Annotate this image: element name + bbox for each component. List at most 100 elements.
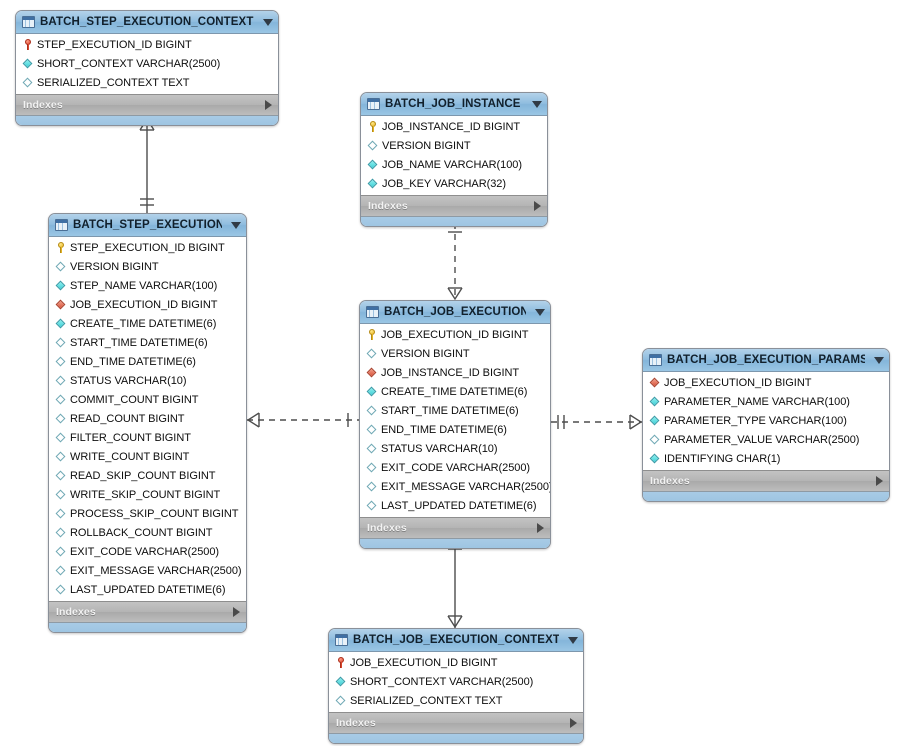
field-row[interactable]: JOB_INSTANCE_ID BIGINT: [361, 117, 547, 136]
field-row[interactable]: PARAMETER_NAME VARCHAR(100): [643, 392, 889, 411]
field-row[interactable]: CREATE_TIME DATETIME(6): [49, 314, 246, 333]
indexes-bar[interactable]: Indexes: [361, 195, 547, 216]
field-label: JOB_INSTANCE_ID BIGINT: [382, 120, 521, 133]
filled-diamond-icon: [55, 280, 66, 291]
entity-header-batch_step_execution_context[interactable]: BATCH_STEP_EXECUTION_CONTEXT: [16, 11, 278, 34]
field-row[interactable]: STEP_EXECUTION_ID BIGINT: [49, 238, 246, 257]
field-label: ROLLBACK_COUNT BIGINT: [70, 526, 213, 539]
hollow-diamond-icon: [55, 261, 66, 272]
entity-header-batch_job_execution_params[interactable]: BATCH_JOB_EXECUTION_PARAMS: [643, 349, 889, 372]
field-label: EXIT_MESSAGE VARCHAR(2500): [381, 480, 551, 493]
field-row[interactable]: EXIT_MESSAGE VARCHAR(2500): [49, 561, 246, 580]
field-row[interactable]: PROCESS_SKIP_COUNT BIGINT: [49, 504, 246, 523]
entity-header-batch_job_instance[interactable]: BATCH_JOB_INSTANCE: [361, 93, 547, 116]
field-row[interactable]: STEP_NAME VARCHAR(100): [49, 276, 246, 295]
entity-header-batch_step_execution[interactable]: BATCH_STEP_EXECUTION: [49, 214, 246, 237]
field-label: READ_SKIP_COUNT BIGINT: [70, 469, 216, 482]
field-row[interactable]: EXIT_CODE VARCHAR(2500): [49, 542, 246, 561]
hollow-diamond-icon: [649, 434, 660, 445]
field-row[interactable]: ROLLBACK_COUNT BIGINT: [49, 523, 246, 542]
field-label: STEP_EXECUTION_ID BIGINT: [70, 241, 225, 254]
indexes-bar[interactable]: Indexes: [16, 94, 278, 115]
field-row[interactable]: EXIT_CODE VARCHAR(2500): [360, 458, 550, 477]
field-row[interactable]: JOB_NAME VARCHAR(100): [361, 155, 547, 174]
table-icon: [55, 219, 68, 231]
hollow-diamond-icon: [55, 527, 66, 538]
entity-header-batch_job_execution_context[interactable]: BATCH_JOB_EXECUTION_CONTEXT: [329, 629, 583, 652]
field-row[interactable]: JOB_EXECUTION_ID BIGINT: [49, 295, 246, 314]
field-label: STATUS VARCHAR(10): [381, 442, 498, 455]
field-row[interactable]: LAST_UPDATED DATETIME(6): [49, 580, 246, 599]
indexes-bar[interactable]: Indexes: [49, 601, 246, 622]
entity-table-batch_step_execution_context[interactable]: BATCH_STEP_EXECUTION_CONTEXT STEP_EXECUTI…: [15, 10, 279, 126]
field-label: FILTER_COUNT BIGINT: [70, 431, 191, 444]
field-row[interactable]: LAST_UPDATED DATETIME(6): [360, 496, 550, 515]
triangle-right-icon[interactable]: [537, 523, 544, 533]
triangle-right-icon[interactable]: [534, 201, 541, 211]
field-row[interactable]: JOB_EXECUTION_ID BIGINT: [329, 653, 583, 672]
field-row[interactable]: SHORT_CONTEXT VARCHAR(2500): [16, 54, 278, 73]
chevron-down-icon[interactable]: [874, 356, 884, 364]
field-row[interactable]: END_TIME DATETIME(6): [360, 420, 550, 439]
field-row[interactable]: END_TIME DATETIME(6): [49, 352, 246, 371]
chevron-down-icon[interactable]: [568, 636, 578, 644]
field-row[interactable]: PARAMETER_TYPE VARCHAR(100): [643, 411, 889, 430]
field-row[interactable]: EXIT_MESSAGE VARCHAR(2500): [360, 477, 550, 496]
field-row[interactable]: STATUS VARCHAR(10): [360, 439, 550, 458]
hollow-diamond-icon: [55, 375, 66, 386]
field-row[interactable]: JOB_EXECUTION_ID BIGINT: [360, 325, 550, 344]
field-row[interactable]: WRITE_COUNT BIGINT: [49, 447, 246, 466]
field-row[interactable]: WRITE_SKIP_COUNT BIGINT: [49, 485, 246, 504]
field-row[interactable]: VERSION BIGINT: [360, 344, 550, 363]
field-row[interactable]: READ_COUNT BIGINT: [49, 409, 246, 428]
hollow-diamond-icon: [55, 356, 66, 367]
field-row[interactable]: VERSION BIGINT: [49, 257, 246, 276]
field-row[interactable]: JOB_EXECUTION_ID BIGINT: [643, 373, 889, 392]
table-icon: [649, 354, 662, 366]
field-label: JOB_INSTANCE_ID BIGINT: [381, 366, 520, 379]
yellow-key-icon: [55, 242, 66, 253]
field-row[interactable]: START_TIME DATETIME(6): [49, 333, 246, 352]
field-row[interactable]: COMMIT_COUNT BIGINT: [49, 390, 246, 409]
field-label: END_TIME DATETIME(6): [381, 423, 507, 436]
filled-diamond-icon: [649, 396, 660, 407]
field-row[interactable]: START_TIME DATETIME(6): [360, 401, 550, 420]
field-label: IDENTIFYING CHAR(1): [664, 452, 781, 465]
indexes-bar[interactable]: Indexes: [643, 470, 889, 491]
chevron-down-icon[interactable]: [532, 100, 542, 108]
indexes-bar[interactable]: Indexes: [329, 712, 583, 733]
field-row[interactable]: SERIALIZED_CONTEXT TEXT: [329, 691, 583, 710]
field-row[interactable]: PARAMETER_VALUE VARCHAR(2500): [643, 430, 889, 449]
entity-title: BATCH_STEP_EXECUTION_CONTEXT: [40, 16, 254, 28]
field-row[interactable]: SHORT_CONTEXT VARCHAR(2500): [329, 672, 583, 691]
hollow-diamond-icon: [55, 565, 66, 576]
field-row[interactable]: FILTER_COUNT BIGINT: [49, 428, 246, 447]
filled-diamond-icon: [22, 58, 33, 69]
field-row[interactable]: IDENTIFYING CHAR(1): [643, 449, 889, 468]
field-row[interactable]: SERIALIZED_CONTEXT TEXT: [16, 73, 278, 92]
field-row[interactable]: READ_SKIP_COUNT BIGINT: [49, 466, 246, 485]
entity-table-batch_job_instance[interactable]: BATCH_JOB_INSTANCE JOB_INSTANCE_ID BIGINT…: [360, 92, 548, 227]
triangle-right-icon[interactable]: [570, 718, 577, 728]
indexes-bar[interactable]: Indexes: [360, 517, 550, 538]
field-row[interactable]: JOB_KEY VARCHAR(32): [361, 174, 547, 193]
triangle-right-icon[interactable]: [265, 100, 272, 110]
hollow-diamond-icon: [22, 77, 33, 88]
field-row[interactable]: CREATE_TIME DATETIME(6): [360, 382, 550, 401]
entity-header-batch_job_execution[interactable]: BATCH_JOB_EXECUTION: [360, 301, 550, 324]
field-row[interactable]: JOB_INSTANCE_ID BIGINT: [360, 363, 550, 382]
field-label: SHORT_CONTEXT VARCHAR(2500): [350, 675, 534, 688]
entity-table-batch_step_execution[interactable]: BATCH_STEP_EXECUTION STEP_EXECUTION_ID BI…: [48, 213, 247, 633]
chevron-down-icon[interactable]: [263, 18, 273, 26]
triangle-right-icon[interactable]: [233, 607, 240, 617]
field-row[interactable]: STEP_EXECUTION_ID BIGINT: [16, 35, 278, 54]
field-row[interactable]: VERSION BIGINT: [361, 136, 547, 155]
field-row[interactable]: STATUS VARCHAR(10): [49, 371, 246, 390]
chevron-down-icon[interactable]: [231, 221, 241, 229]
triangle-right-icon[interactable]: [876, 476, 883, 486]
chevron-down-icon[interactable]: [535, 308, 545, 316]
